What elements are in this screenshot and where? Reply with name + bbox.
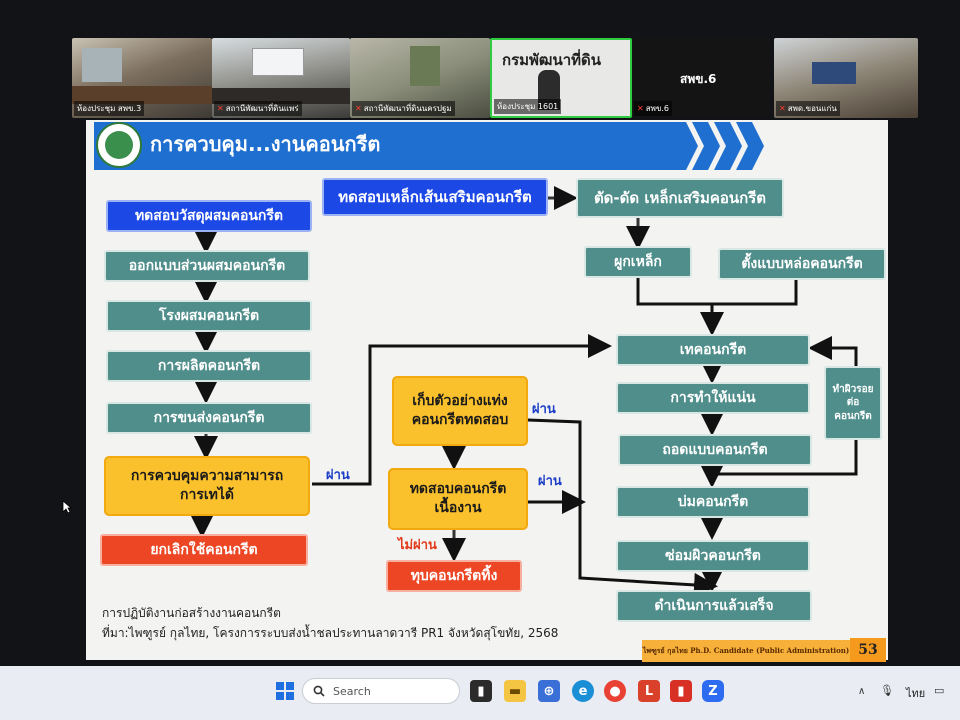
page-number: 53 <box>850 638 886 662</box>
flow-box-tie-rebar: ผูกเหล็ก <box>584 246 692 278</box>
video-tile-caption: ✕สถานีพัฒนาที่ดินนครปฐม <box>352 101 455 116</box>
department-logo <box>96 122 142 168</box>
search-placeholder: Search <box>333 684 371 698</box>
flow-box-pour-concrete: เทคอนกรีต <box>616 334 810 366</box>
muted-mic-icon: ✕ <box>217 104 224 113</box>
muted-mic-icon: ✕ <box>355 104 362 113</box>
flow-box-compaction: การทำให้แน่น <box>616 382 810 414</box>
flow-box-curing: บ่มคอนกรีต <box>616 486 810 518</box>
presentation-slide: การควบคุม...งานคอนกรีต <box>86 120 888 662</box>
video-tile-5[interactable]: ✕ สพข.6 <box>632 38 770 118</box>
flow-box-field-test: ทดสอบคอนกรีตเนื้องาน <box>388 468 528 530</box>
flow-box-strip-formwork: ถอดแบบคอนกรีต <box>618 434 812 466</box>
task-view-icon[interactable]: ▮ <box>470 680 492 702</box>
video-tile-caption: ห้องประชุม สพข.3 <box>74 101 145 116</box>
video-tile-4-active[interactable]: กรมพัฒนาที่ดิน ห้องประชุม 1601 <box>490 38 632 118</box>
slide-footer-source: ที่มา:ไพฑูรย์ กุลไทย, โครงการระบบส่งน้ำช… <box>102 626 559 640</box>
flow-box-cut-bend-rebar: ตัด-ดัด เหล็กเสริมคอนกรีต <box>576 178 784 218</box>
network-icon[interactable]: ▭ <box>934 684 945 697</box>
flow-box-workability-control: การควบคุมความสามารถการเทได้ <box>104 456 310 516</box>
search-icon <box>313 685 325 697</box>
flow-box-test-rebar: ทดสอบเหล็กเส้นเสริมคอนกรีต <box>322 178 548 216</box>
video-tile-name: สพข.6 <box>680 72 717 86</box>
video-tile-caption: ห้องประชุม 1601 <box>494 99 562 114</box>
projector-screen-shape <box>252 48 304 76</box>
video-tile-caption: ✕สพด.ขอนแก่น <box>776 101 840 116</box>
slide-title: การควบคุม...งานคอนกรีต <box>150 132 381 156</box>
muted-mic-icon: ✕ <box>637 104 644 113</box>
label-pass: ผ่าน <box>538 474 562 489</box>
logo-emblem-shape <box>105 131 133 159</box>
video-tile-6[interactable]: ✕สพด.ขอนแก่น <box>774 38 918 118</box>
label-pass: ผ่าน <box>532 402 556 417</box>
microphone-icon[interactable]: 🎙 <box>880 684 894 697</box>
start-menu-icon[interactable] <box>274 680 296 702</box>
title-bar <box>94 122 764 170</box>
flow-box-surface-repair: ซ่อมผิวคอนกรีต <box>616 540 810 572</box>
app-l-icon[interactable]: L <box>638 680 660 702</box>
flow-arrows <box>190 186 858 597</box>
video-tile-1[interactable]: ห้องประชุม สพข.3 <box>72 38 212 118</box>
label-fail: ไม่ผ่าน <box>398 538 437 553</box>
flow-box-batching-plant: โรงผสมคอนกรีต <box>106 300 312 332</box>
edge-icon[interactable]: e <box>572 680 594 702</box>
video-tile-caption: ✕สพข.6 <box>634 101 672 116</box>
flow-box-transport: การขนส่งคอนกรีต <box>106 402 312 434</box>
chrome-icon[interactable]: ● <box>604 680 626 702</box>
flow-box-mix-design: ออกแบบส่วนผสมคอนกรีต <box>104 250 310 282</box>
flow-box-joint-surface: ทำผิวรอยต่อคอนกรีต <box>824 366 882 440</box>
video-tile-2[interactable]: ✕สถานีพัฒนาที่ดินแพร่ <box>212 38 350 118</box>
flow-box-test-materials: ทดสอบวัสดุผสมคอนกรีต <box>106 200 312 232</box>
video-tile-caption: ✕สถานีพัฒนาที่ดินแพร่ <box>214 101 302 116</box>
table-shape <box>212 88 350 104</box>
flow-box-completed: ดำเนินการแล้วเสร็จ <box>616 590 812 622</box>
file-explorer-icon[interactable]: ▬ <box>504 680 526 702</box>
wall-picture-shape <box>812 62 856 84</box>
flow-box-sample-cylinders: เก็บตัวอย่างแท่งคอนกรีตทดสอบ <box>392 376 528 446</box>
muted-mic-icon: ✕ <box>779 104 786 113</box>
mouse-cursor-icon <box>62 500 72 514</box>
flow-box-reject-concrete: ยกเลิกใช้คอนกรีต <box>100 534 308 566</box>
label-pass: ผ่าน <box>326 468 350 483</box>
flow-box-formwork: ตั้งแบบหล่อคอนกรีต <box>718 248 886 280</box>
video-tile-3[interactable]: ✕สถานีพัฒนาที่ดินนครปฐม <box>350 38 490 118</box>
window-shape <box>82 48 122 82</box>
flow-box-demolish: ทุบคอนกรีตทิ้ง <box>386 560 522 592</box>
flow-box-production: การผลิตคอนกรีต <box>106 350 312 382</box>
zoom-icon[interactable]: Z <box>702 680 724 702</box>
curtain-shape <box>410 46 440 86</box>
app-red-icon[interactable]: ▮ <box>670 680 692 702</box>
author-banner: ไพฑูรย์ กุลไทย Ph.D. Candidate (Public A… <box>642 640 850 662</box>
taskbar: Search ▮ ▬ ⊕ e ● L ▮ Z ∧ 🎙 ไทย ▭ <box>0 666 960 720</box>
browser-app-icon[interactable]: ⊕ <box>538 680 560 702</box>
language-indicator[interactable]: ไทย <box>906 687 926 700</box>
tile-banner-text: กรมพัฒนาที่ดิน <box>502 51 602 69</box>
slide-footer-caption: การปฏิบัติงานก่อสร้างงานคอนกรีต <box>102 606 281 620</box>
tray-chevron-icon[interactable]: ∧ <box>858 686 866 697</box>
table-shape <box>72 86 212 104</box>
taskbar-search-box[interactable]: Search <box>302 678 460 704</box>
